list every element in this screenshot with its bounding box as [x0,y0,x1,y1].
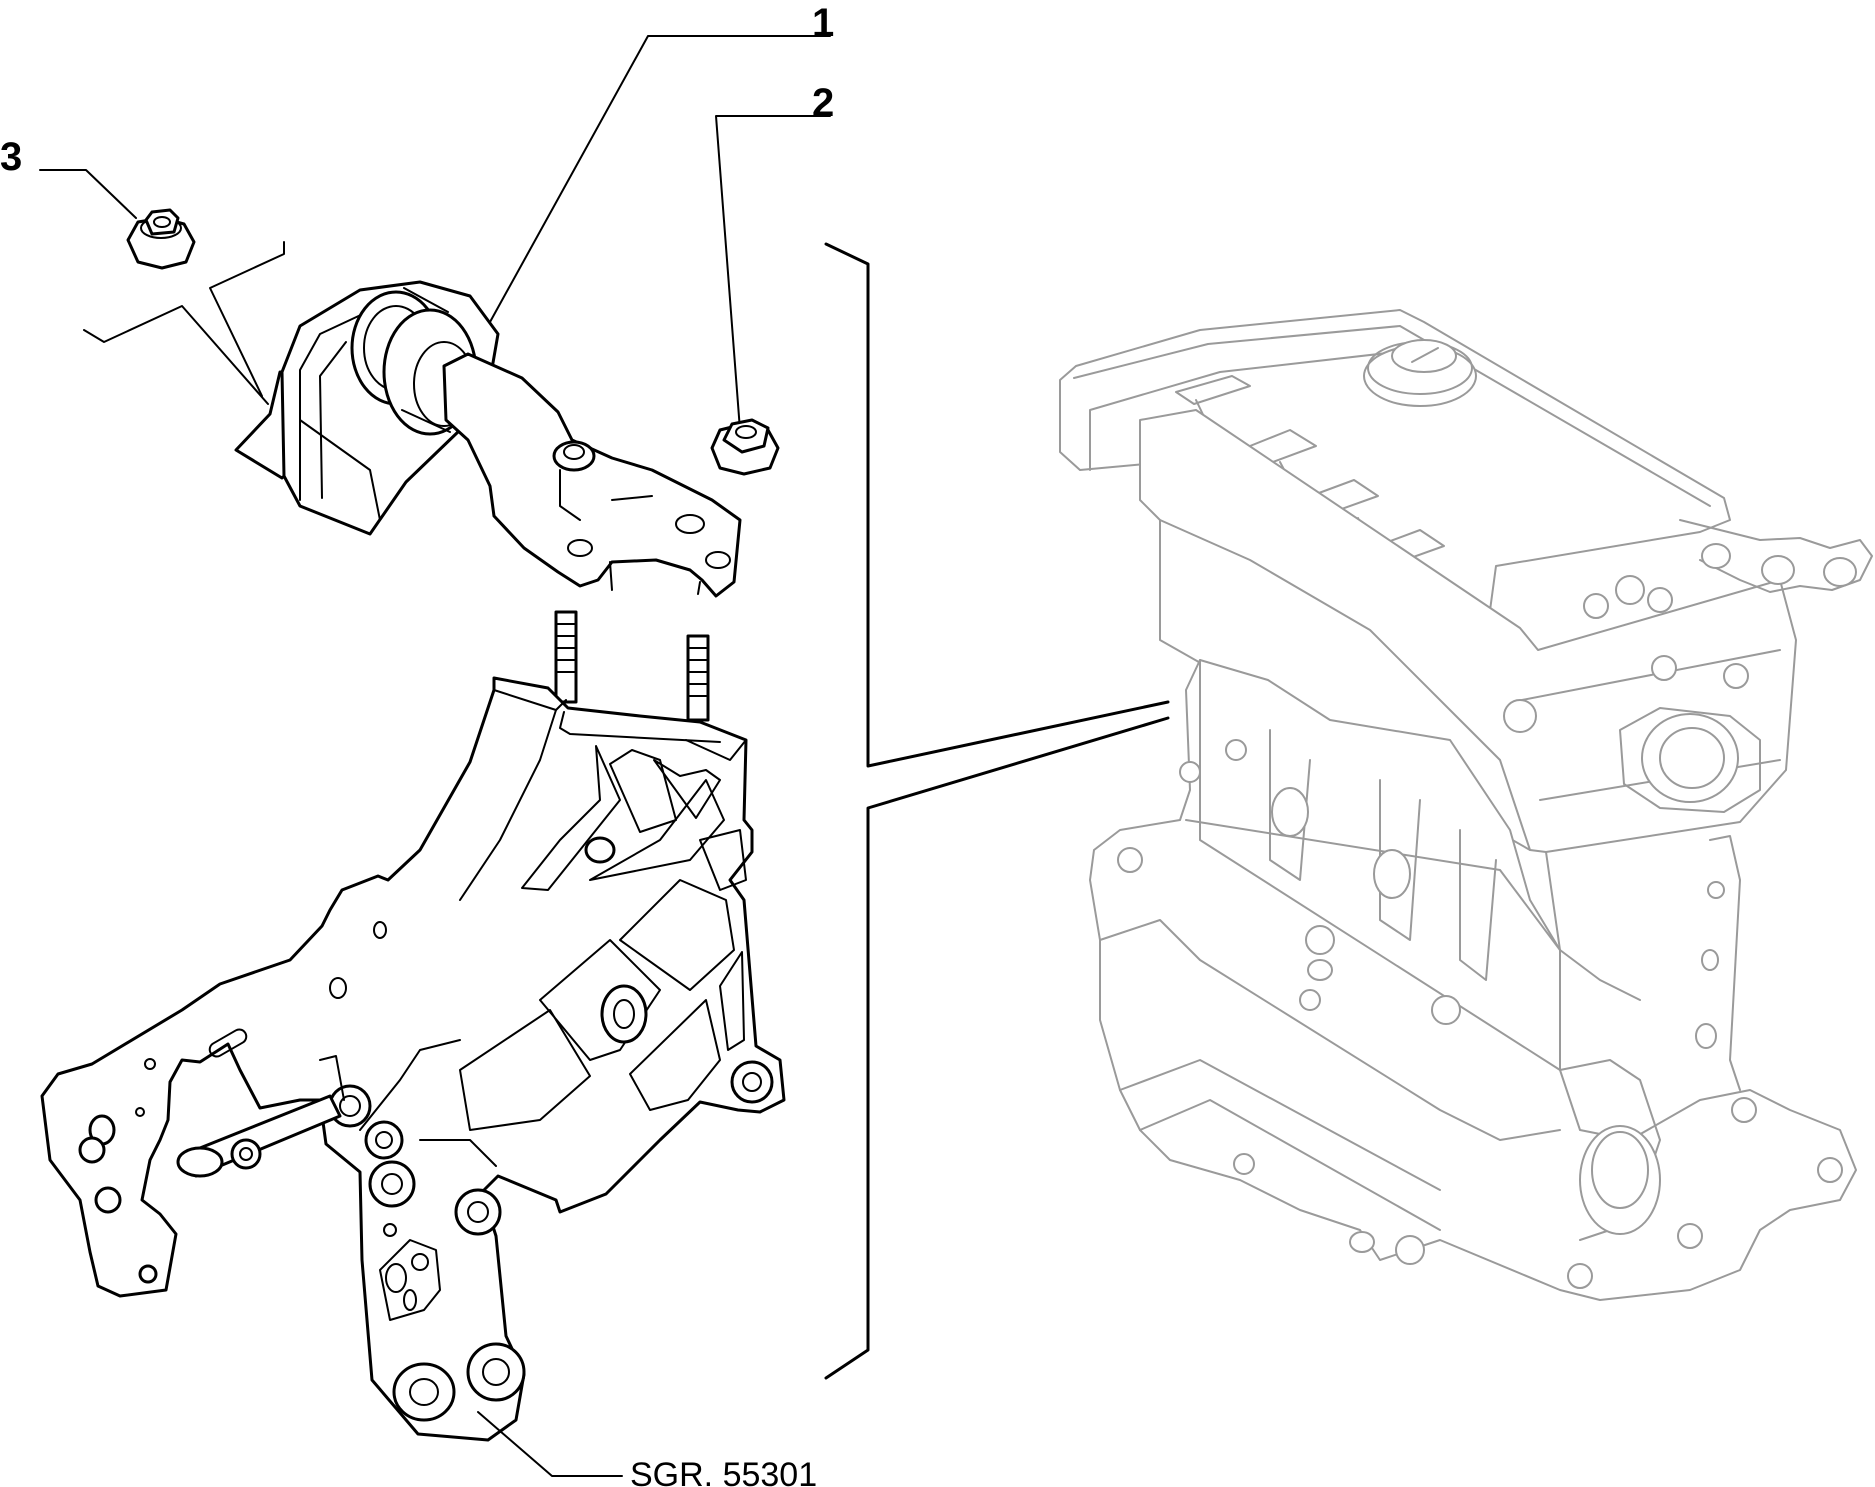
callout-3-leader [39,169,137,219]
callout-1[interactable]: 1 [489,1,834,323]
engine-mount-icon [234,280,742,598]
nut-3-assembly-line-2 [209,241,285,397]
stud-left-icon [554,610,578,704]
callout-1-number: 1 [812,1,834,45]
callout-3[interactable]: 3 [0,135,137,219]
engine-group-bracket [824,242,1170,1380]
engine-block-icon [1059,309,1873,1301]
nut-3-icon [126,208,196,270]
callout-2[interactable]: 2 [715,81,834,431]
reference-leader [477,1411,623,1477]
callout-2-number: 2 [812,81,834,125]
support-bracket-icon [40,676,786,1442]
callout-2-leader [715,115,831,431]
callout-3-number: 3 [0,135,22,179]
reference-callout[interactable]: SGR. 55301 [477,1411,817,1487]
reference-label: SGR. 55301 [630,1456,817,1487]
nut-2-icon [710,418,780,476]
nut-3-assembly-line [83,305,269,405]
stud-right-icon [686,634,710,722]
callout-1-leader [489,35,831,323]
